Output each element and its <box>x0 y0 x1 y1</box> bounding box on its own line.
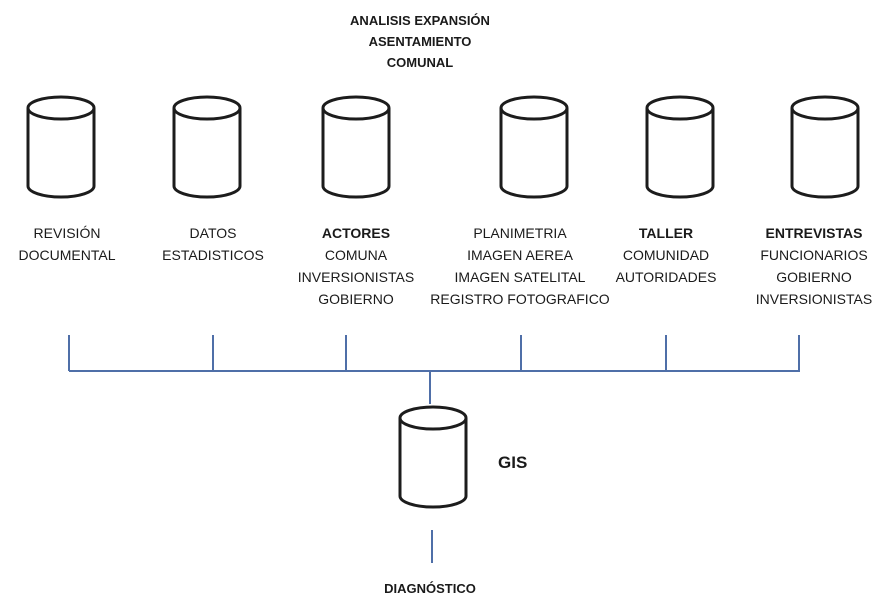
source-label-datos: DATOS ESTADISTICOS <box>142 222 284 266</box>
source-label-line: AUTORIDADES <box>615 269 717 285</box>
source-label-heading: TALLER <box>638 225 694 241</box>
source-label-line: COMUNA <box>324 247 388 263</box>
source-label-line: FUNCIONARIOS <box>760 247 868 263</box>
source-label-taller: TALLER COMUNIDAD AUTORIDADES <box>600 222 732 288</box>
source-label-line: ESTADISTICOS <box>162 247 264 263</box>
gis-database-icon <box>398 405 468 509</box>
source-label-line: INVERSIONISTAS <box>755 291 873 307</box>
title-line-2: ASENTAMIENTO <box>368 34 472 49</box>
source-label-heading: ACTORES <box>321 225 391 241</box>
source-label-line: IMAGEN SATELITAL <box>454 269 586 285</box>
database-icon-taller <box>645 95 715 199</box>
database-icon-planimetria <box>499 95 569 199</box>
source-label-line: REVISIÓN <box>33 225 101 241</box>
source-label-line: DOCUMENTAL <box>18 247 116 263</box>
source-label-line: DATOS <box>189 225 237 241</box>
source-label-line: GOBIERNO <box>776 269 852 285</box>
database-icon-entrevistas <box>790 95 860 199</box>
source-label-line: INVERSIONISTAS <box>297 269 415 285</box>
diagram-title: ANALISIS EXPANSIÓN ASENTAMIENTO COMUNAL <box>300 10 540 73</box>
source-label-line: IMAGEN AEREA <box>467 247 573 263</box>
source-label-entrevistas: ENTREVISTAS FUNCIONARIOS GOBIERNO INVERS… <box>746 222 882 310</box>
source-label-heading: ENTREVISTAS <box>765 225 863 241</box>
title-line-1: ANALISIS EXPANSIÓN <box>350 13 490 28</box>
database-icon-actores <box>321 95 391 199</box>
source-label-actores: ACTORES COMUNA INVERSIONISTAS GOBIERNO <box>282 222 430 310</box>
gis-label: GIS <box>498 453 528 472</box>
database-icon-datos <box>172 95 242 199</box>
source-label-line: GOBIERNO <box>318 291 394 307</box>
title-line-3: COMUNAL <box>386 55 454 70</box>
source-label-line: COMUNIDAD <box>622 247 710 263</box>
database-icon-revision <box>26 95 96 199</box>
source-label-line: REGISTRO FOTOGRAFICO <box>430 291 610 307</box>
source-label-revision: REVISIÓN DOCUMENTAL <box>0 222 138 266</box>
source-label-planimetria: PLANIMETRIA IMAGEN AEREA IMAGEN SATELITA… <box>418 222 622 310</box>
source-label-line: PLANIMETRIA <box>473 225 567 241</box>
diagnostico-label: DIAGNÓSTICO <box>384 581 476 596</box>
